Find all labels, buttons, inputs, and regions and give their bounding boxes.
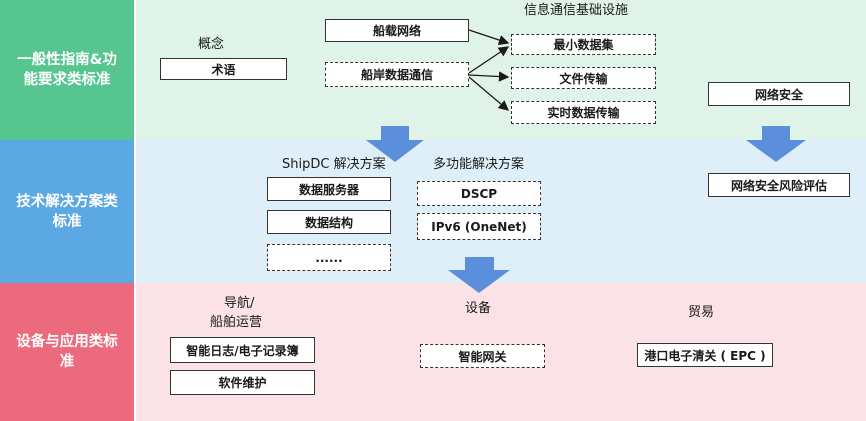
concept-caption: 概念	[198, 37, 225, 52]
band-label-devices: 设备与应用类标准	[0, 283, 134, 421]
cyber-risk-box: 网络安全风险评估	[708, 173, 850, 197]
band-technical-solutions: 技术解决方案类标准	[0, 140, 866, 283]
data-server-box: 数据服务器	[267, 177, 391, 201]
connector-ship-shore-to-file-transfer	[468, 71, 510, 82]
connector-ship-network-to-min-dataset	[468, 29, 510, 46]
realtime-box: 实时数据传输	[511, 101, 656, 124]
software-maintenance-box: 软件维护	[170, 370, 315, 395]
ellipsis-box: ......	[267, 244, 391, 271]
data-structure-box: 数据结构	[267, 210, 391, 234]
smart-gateway-box: 智能网关	[420, 344, 545, 368]
band-background-technical	[136, 140, 866, 283]
cyber-security-box: 网络安全	[708, 82, 850, 106]
device-caption: 设备	[465, 301, 492, 316]
term-box: 术语	[160, 58, 287, 80]
band-label-general: 一般性指南&功能要求类标准	[0, 0, 134, 140]
epc-box: 港口电子清关 ( EPC )	[637, 343, 773, 367]
block-arrow-general-to-technical	[366, 126, 424, 162]
ship-network-box: 船载网络	[325, 19, 469, 42]
shipdc-caption: ShipDC 解决方案	[282, 157, 386, 172]
nav-caption-line1: 导航/	[224, 296, 255, 311]
min-dataset-box: 最小数据集	[511, 34, 656, 55]
block-arrow-technical-to-devices	[448, 257, 510, 293]
smart-log-box: 智能日志/电子记录簿	[170, 337, 315, 363]
trade-caption: 贸易	[688, 305, 715, 320]
dscp-box: DSCP	[417, 181, 541, 206]
multi-caption: 多功能解决方案	[433, 157, 525, 172]
file-transfer-box: 文件传输	[511, 67, 656, 89]
nav-caption-line2: 船舶运营	[210, 315, 263, 330]
ipv6-box: IPv6 (OneNet)	[417, 213, 541, 240]
ship-shore-box: 船岸数据通信	[325, 62, 469, 87]
connector-ship-shore-to-min-dataset	[468, 46, 510, 74]
connector-ship-shore-to-realtime	[468, 76, 509, 111]
block-arrow-security-to-risk	[746, 126, 806, 162]
infra-caption: 信息通信基础设施	[524, 3, 629, 18]
band-label-technical: 技术解决方案类标准	[0, 140, 134, 283]
